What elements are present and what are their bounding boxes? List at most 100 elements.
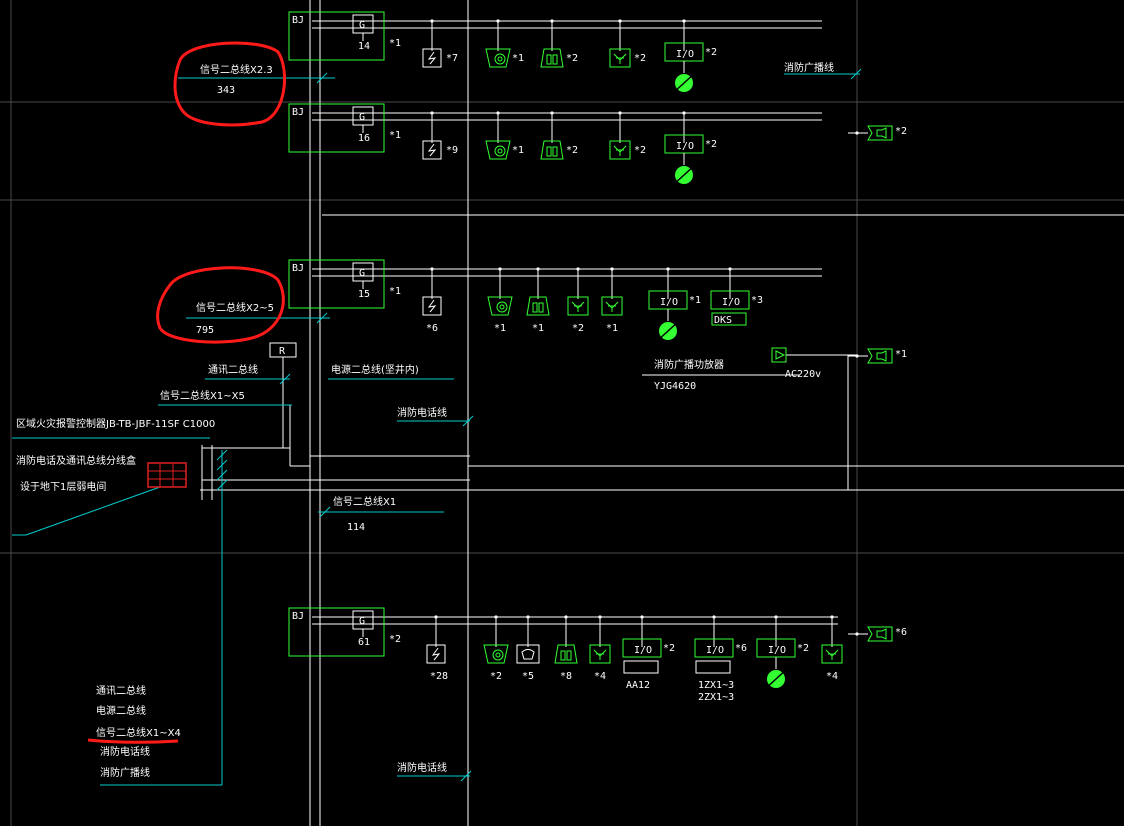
legend-item: 电源二总线 (96, 704, 146, 717)
annotation-circle-1 (173, 41, 286, 127)
valve-slash (672, 72, 696, 94)
legend-item: 信号二总线X1~X4 (96, 726, 181, 739)
bus-x25-length: 795 (196, 325, 214, 336)
io-box (710, 290, 750, 310)
valve-slash (764, 668, 788, 690)
valve-slash (656, 320, 680, 342)
device-multiplier: *9 (446, 145, 458, 156)
speaker-multiplier: *1 (895, 349, 907, 360)
io-sub-label: AA12 (626, 680, 650, 691)
slash-tick (216, 459, 228, 471)
smoke-heat-detector-icon: *2 (483, 615, 509, 682)
smoke-heat-detector-icon: *1 (485, 111, 524, 160)
io-label: I/O (634, 645, 652, 656)
short-circuit-isolator-icon: *7 (422, 19, 458, 68)
g-module-label: G (359, 616, 365, 627)
io-box (622, 638, 662, 658)
io-module-icon: I/O *2 (756, 615, 809, 690)
legend-item: 消防广播线 (100, 766, 150, 779)
device-multiplier: *2 (663, 643, 675, 654)
module-number: 16 (358, 133, 370, 144)
device-multiplier: *2 (797, 643, 809, 654)
manual-alarm-button-icon: *2 (540, 19, 578, 68)
amplifier-model: YJG4620 (654, 381, 696, 392)
io-label: I/O (706, 645, 724, 656)
phone-line-label-2: 消防电话线 (397, 761, 447, 774)
io-label: I/O (676, 49, 694, 60)
amplifier-icon (771, 347, 787, 363)
valve-slash (672, 164, 696, 186)
short-circuit-isolator-icon: *28 (426, 615, 448, 682)
io-sub-label: DKS (714, 315, 732, 326)
signal-bus-x15-label: 信号二总线X1~X5 (160, 389, 245, 402)
slash-tick (279, 373, 291, 385)
slash-tick (316, 312, 328, 324)
device-multiplier: *1 (689, 295, 701, 306)
g-module-label: G (359, 268, 365, 279)
module-multiplier: *1 (389, 130, 401, 141)
junction-box-label: 消防电话及通讯总线分线盒 (16, 454, 136, 467)
io-sub-label: 2ZX1~3 (698, 692, 734, 703)
slash-tick (319, 506, 331, 518)
slash-tick (460, 770, 472, 782)
io-label: I/O (768, 645, 786, 656)
manual-alarm-button-icon: *8 (554, 615, 578, 682)
bus-x25-label: 信号二总线X2~5 (196, 301, 274, 314)
flame-detector-icon: *1 (601, 267, 623, 334)
device-multiplier: *7 (446, 53, 458, 64)
red-annotations (87, 41, 286, 744)
device-multiplier: *5 (522, 671, 534, 682)
device-multiplier: *2 (566, 145, 578, 156)
io-module-icon: I/O *1 (648, 267, 701, 342)
io-sub-box (623, 660, 659, 674)
amplifier-power: AC220v (785, 369, 821, 380)
junction-dot (855, 632, 859, 636)
bj-label: BJ (292, 107, 304, 118)
device-multiplier: *1 (606, 323, 618, 334)
device-multiplier: *1 (512, 145, 524, 156)
repeater-box: R (269, 342, 297, 358)
wiring (12, 0, 1124, 826)
bus-lead (25, 486, 161, 536)
controller-label: 区域火灾报警控制器JB-TB-JBF-11SF C1000 (16, 417, 215, 430)
io-sub-box (695, 660, 731, 674)
bj-box (288, 11, 385, 61)
smoke-heat-detector-icon: *1 (487, 267, 513, 334)
bj-label: BJ (292, 15, 304, 26)
slash-tick (216, 479, 228, 491)
smoke-heat-detector-icon: *1 (485, 19, 524, 68)
flame-detector-icon: *4 (589, 615, 611, 682)
manual-alarm-button-icon: *1 (526, 267, 550, 334)
speaker-icon: *1 (848, 348, 907, 364)
junction-dot (855, 354, 859, 358)
io-label: I/O (660, 297, 678, 308)
telephone-jack-icon: *5 (516, 615, 540, 682)
g-module-label: G (359, 112, 365, 123)
device-multiplier: *6 (735, 643, 747, 654)
flame-detector-icon: *4 (821, 615, 843, 682)
device-multiplier: *6 (426, 323, 438, 334)
flame-detector-icon: *2 (609, 19, 646, 68)
junction-dot (855, 131, 859, 135)
short-circuit-isolator-icon: *6 (422, 267, 442, 334)
bus-x23-label: 信号二总线X2.3 (200, 63, 273, 76)
device-multiplier: *2 (566, 53, 578, 64)
signal-bus-x1-length: 114 (347, 522, 365, 533)
io-module-icon: I/O*2 (664, 19, 717, 94)
flame-detector-icon: *2 (567, 267, 589, 334)
comm-bus-label: 通讯二总线 (208, 363, 258, 376)
bj-label: BJ (292, 263, 304, 274)
io-sub-box (711, 312, 747, 326)
repeater-mark: R (279, 346, 286, 357)
slash-tick (316, 72, 328, 84)
device-multiplier: *2 (572, 323, 584, 334)
manual-alarm-button-icon: *2 (540, 111, 578, 160)
broadcast-line-label: 消防广播线 (784, 61, 834, 74)
